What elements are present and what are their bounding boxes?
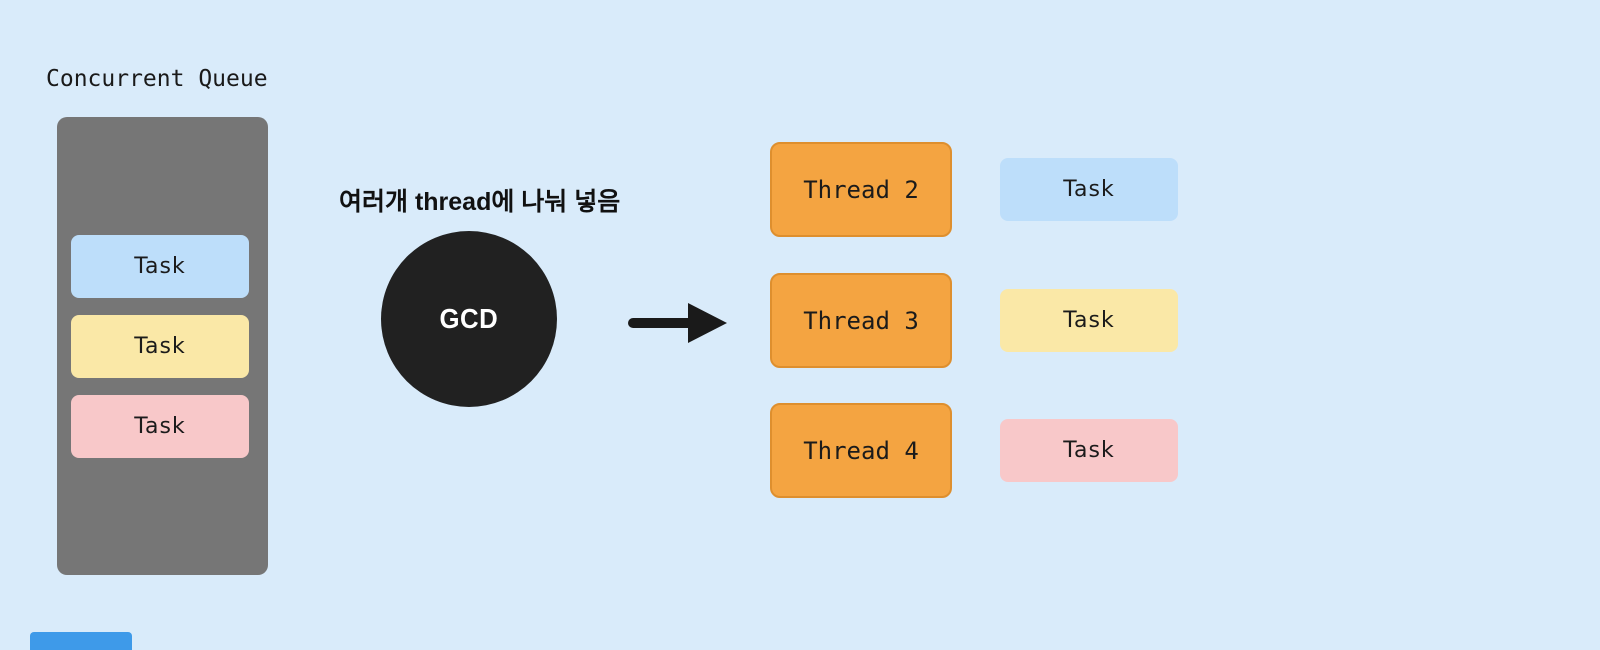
queue-task-3: Task bbox=[71, 395, 249, 458]
queue-task-2: Task bbox=[71, 315, 249, 378]
assigned-task-1: Task bbox=[1000, 158, 1178, 221]
concurrent-queue-title: Concurrent Queue bbox=[46, 66, 268, 92]
gcd-label: GCD bbox=[439, 303, 499, 334]
arrow-head bbox=[688, 303, 727, 343]
thread-2-box: Thread 2 bbox=[770, 142, 952, 237]
gcd-circle: GCD bbox=[381, 231, 557, 407]
queue-task-1: Task bbox=[71, 235, 249, 298]
thread-3-box: Thread 3 bbox=[770, 273, 952, 368]
assigned-task-2: Task bbox=[1000, 289, 1178, 352]
annotation-text: 여러개 thread에 나눠 넣음 bbox=[339, 188, 621, 216]
partial-blue-rectangle bbox=[30, 632, 132, 650]
assigned-task-3: Task bbox=[1000, 419, 1178, 482]
thread-4-box: Thread 4 bbox=[770, 403, 952, 498]
right-arrow-icon bbox=[628, 303, 727, 343]
